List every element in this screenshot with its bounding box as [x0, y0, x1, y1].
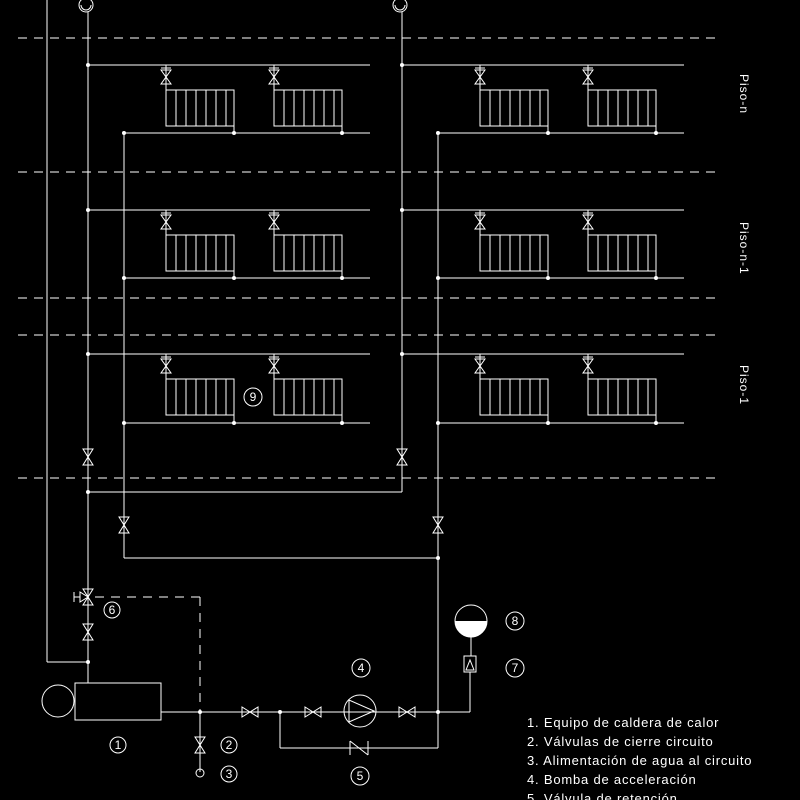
legend: 1. Equipo de caldera de calor 2. Válvula…: [527, 715, 752, 800]
callout-7: 7: [512, 661, 519, 675]
pump-icon: [343, 694, 377, 728]
feed-valve-icon: [194, 736, 206, 778]
air-vent-icon: [78, 0, 408, 13]
callout-6: 6: [109, 603, 116, 617]
callout-markers: 1 2 3 4 5 6 7 8 9: [103, 387, 525, 786]
callout-4: 4: [358, 661, 365, 675]
legend-item: 2. Válvulas de cierre circuito: [527, 734, 714, 749]
safety-valve-icon: [463, 655, 477, 673]
expansion-tank-icon: [454, 604, 488, 656]
legend-item: 4. Bomba de acceleración: [527, 772, 697, 787]
supply-risers: [87, 12, 403, 683]
legend-item: 1. Equipo de caldera de calor: [527, 715, 719, 730]
callout-5: 5: [357, 769, 364, 783]
legend-item: 5. Válvula de retención: [527, 791, 678, 800]
radiator-row-piso-n: [165, 89, 657, 127]
floor-branches: [88, 64, 684, 424]
radiators: [165, 89, 657, 416]
callout-2: 2: [226, 738, 233, 752]
boiler-main-pipe: [161, 672, 471, 772]
floor-dividers: [18, 37, 720, 479]
callout-1: 1: [115, 738, 122, 752]
floor-label-piso-n-1: Piso-n-1: [737, 222, 751, 275]
callout-8: 8: [512, 614, 519, 628]
boiler-icon: [41, 682, 162, 721]
floor-labels: Piso-n Piso-n-1 Piso-1: [737, 74, 751, 405]
boiler-return-loop: [46, 0, 88, 663]
junction-dots: [86, 63, 658, 714]
three-way-valve-icon: [73, 588, 201, 712]
floor-label-piso-1: Piso-1: [737, 365, 751, 405]
radiator-row-piso-n-1: [165, 234, 657, 272]
check-valve-icon: [349, 740, 369, 756]
radiator-row-piso-1: [165, 378, 657, 416]
callout-3: 3: [226, 767, 233, 781]
floor-label-piso-n: Piso-n: [737, 74, 751, 114]
legend-item: 3. Alimentación de agua al circuito: [527, 753, 752, 768]
radiator-connections: [165, 65, 657, 423]
callout-9: 9: [250, 390, 257, 404]
